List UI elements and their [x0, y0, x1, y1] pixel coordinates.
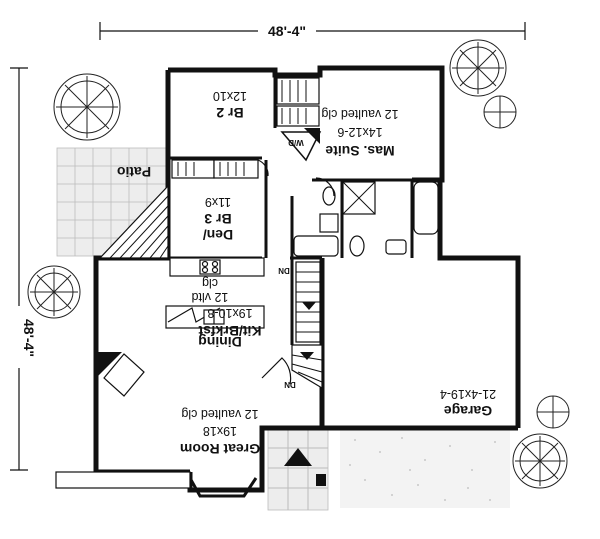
- master-suite-note: 12 vaulted clg: [321, 107, 398, 121]
- bedroom2-size: 12x10: [213, 89, 247, 103]
- master-suite-size: 14x12-6: [337, 125, 382, 139]
- den-name-line1: Den/: [203, 227, 233, 243]
- stairs-lower: [291, 344, 323, 390]
- garage-name: Garage: [444, 403, 492, 419]
- bay-window: [188, 477, 258, 498]
- dining-name: Dining: [198, 334, 242, 350]
- porch-step: [55, 471, 326, 489]
- den-name-line2: Br 3: [204, 211, 231, 227]
- den-size: 11x9: [205, 195, 231, 209]
- tree-top-left: [53, 73, 121, 141]
- stairs-upper: [295, 261, 321, 343]
- left-dimension-line: [10, 67, 28, 471]
- fireplace: [98, 352, 145, 397]
- door-swings: [257, 159, 335, 385]
- driveway: [340, 428, 510, 508]
- kitchen-size: 19x10-8: [207, 306, 252, 320]
- overall-width-label: 48'-4": [268, 23, 306, 39]
- patio-roof-hatch: [98, 184, 169, 259]
- stairs-down-label-lower: DN: [284, 380, 296, 389]
- tree-bottom-right: [512, 395, 570, 489]
- front-walk: [267, 427, 329, 511]
- kitchen-name: Kit/Brkfst: [198, 323, 261, 339]
- bedroom2-name: Br 2: [216, 105, 243, 121]
- tree-top-right: [449, 39, 517, 129]
- closets: [171, 77, 320, 179]
- kitchen-note-line2: clg: [202, 276, 218, 290]
- kitchen-note-line1: 12 vltd: [192, 290, 229, 304]
- overall-depth-label: 48'-4": [21, 319, 37, 357]
- great-room-size: 19x18: [203, 424, 237, 438]
- great-room-note: 12 vaulted clg: [181, 407, 258, 421]
- top-dimension-line: [99, 22, 526, 40]
- master-suite-name: Mas. Suite: [325, 143, 394, 159]
- bath-fixtures: [293, 181, 439, 257]
- washer-dryer-label: W/D: [288, 138, 304, 147]
- patio-name: Patio: [117, 164, 151, 180]
- kitchen-counters: [165, 257, 265, 329]
- tree-left: [27, 265, 81, 319]
- stairs-down-label-upper: DN: [278, 266, 290, 275]
- garage-size: 21-4x19-4: [440, 387, 496, 401]
- washer-dryer-area: [280, 128, 322, 162]
- great-room-name: Great Room: [180, 441, 260, 457]
